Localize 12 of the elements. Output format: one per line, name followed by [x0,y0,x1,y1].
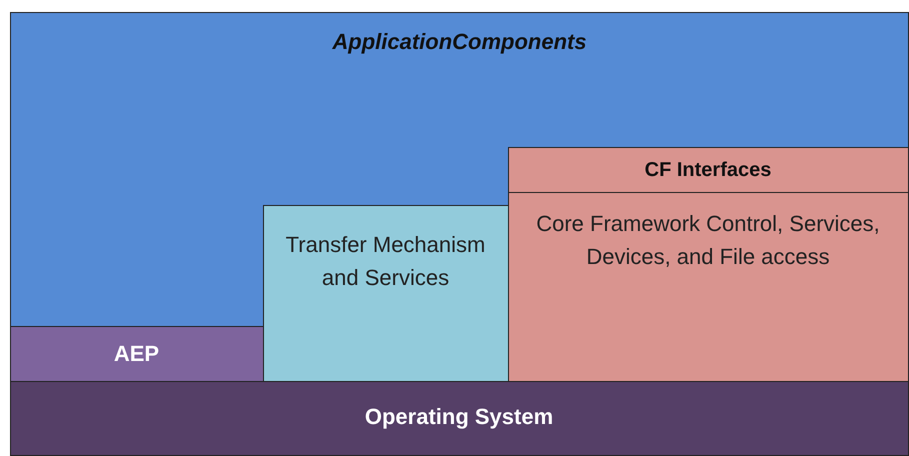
layer-label: AEP [114,340,160,368]
layer-label: Transfer Mechanism and Services [284,230,486,292]
layer-box [508,192,908,382]
layer-box [262,204,508,382]
layer-label: ApplicationComponents [332,28,587,56]
layer-label: Core Framework Control, Services, Devices, and File access [535,210,881,270]
layer-box [10,326,264,382]
layer-box [10,12,909,456]
layer-box [508,146,908,192]
layer-label: Operating System [364,402,554,431]
layer-box [10,380,908,456]
layer-label: CF Interfaces [644,158,772,182]
